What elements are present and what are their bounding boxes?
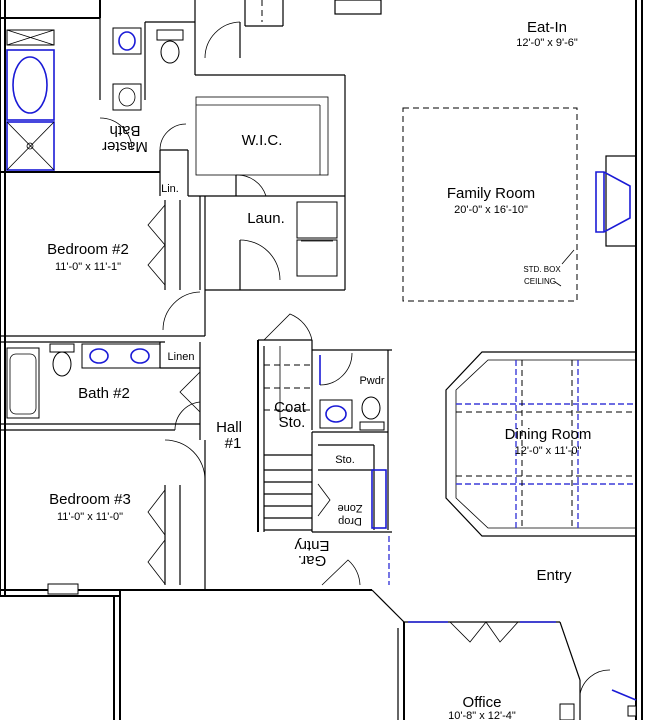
family-room-label: Family Room 20'-0" x 16'-10" [447,185,535,216]
coat-storage-line2: Sto. [279,414,306,431]
master-fixtures [99,27,184,151]
drop-zone-line2: Zone [337,502,362,514]
eat-in-label: Eat-In 12'-0" x 9'-6" [516,19,578,49]
box-ceiling-line1: STD. BOX [523,265,561,274]
master-bath-line1: Master [102,138,148,155]
coat-storage-label: Coat Sto. [274,399,307,431]
laundry-name: Laun. [247,210,285,227]
bedroom3-label: Bedroom #3 11'-0" x 11'-0" [49,491,131,523]
bedroom2-walls [0,200,206,343]
garage-entry-line1: Gar. [298,552,326,569]
bedroom2-label: Bedroom #2 11'-0" x 11'-1" [47,241,129,273]
bedroom2-dims: 11'-0" x 11'-1" [55,261,121,273]
laundry-walls [199,196,346,291]
box-ceiling-line2: CEILING [524,277,556,286]
wic-walls [159,96,345,197]
storage-name: Sto. [335,454,355,466]
garage-entry-line2: Entry [294,537,330,554]
stairs [257,313,313,532]
family-room-dims: 20'-0" x 16'-10" [454,204,528,216]
dining-room [445,351,637,537]
hall-label: Hall #1 [216,419,242,452]
bedroom3-walls [47,439,206,595]
drop-zone-line1: Drop [338,515,362,527]
hall-line1: Hall [216,419,242,436]
bath2-name: Bath #2 [78,385,130,402]
bedroom2-name: Bedroom #2 [47,241,129,258]
dining-room-label: Dining Room 12'-0" x 11'-0" [505,426,592,457]
top-center-walls [195,0,382,196]
office-label: Office 10'-8" x 12'-4" [448,694,516,720]
entry-name: Entry [536,567,572,584]
garage-entry-label: Gar. Entry [294,537,330,569]
dining-room-name: Dining Room [505,426,592,443]
coat-storage-line1: Coat [274,399,307,416]
bedroom3-name: Bedroom #3 [49,491,131,508]
master-tub [6,29,55,121]
linen2-name: Linen [168,351,195,363]
linen-closet-name: Lin. [161,183,179,195]
drop-zone-label: Drop Zone [337,502,362,527]
eat-in-dims: 12'-0" x 9'-6" [516,37,578,49]
box-ceiling-label: STD. BOX CEILING [523,265,561,286]
bath2-walls [0,342,201,440]
master-shower [6,121,55,171]
wic-name: W.I.C. [242,132,283,149]
bedroom3-dims: 11'-0" x 11'-0" [57,511,123,523]
powder-room [312,349,392,586]
powder-name: Pwdr [359,375,384,387]
office-name: Office [463,694,502,711]
office [408,621,637,720]
family-room-name: Family Room [447,185,535,202]
eat-in-name: Eat-In [527,19,567,36]
master-bath-line2: Bath [110,122,141,139]
office-dims: 10'-8" x 12'-4" [448,710,516,720]
dining-room-dims: 12'-0" x 11'-0" [515,445,582,457]
master-bath-label: Master Bath [102,122,148,155]
master-bath-walls [0,0,196,196]
hall-line2: #1 [225,435,242,452]
family-room [402,107,637,302]
